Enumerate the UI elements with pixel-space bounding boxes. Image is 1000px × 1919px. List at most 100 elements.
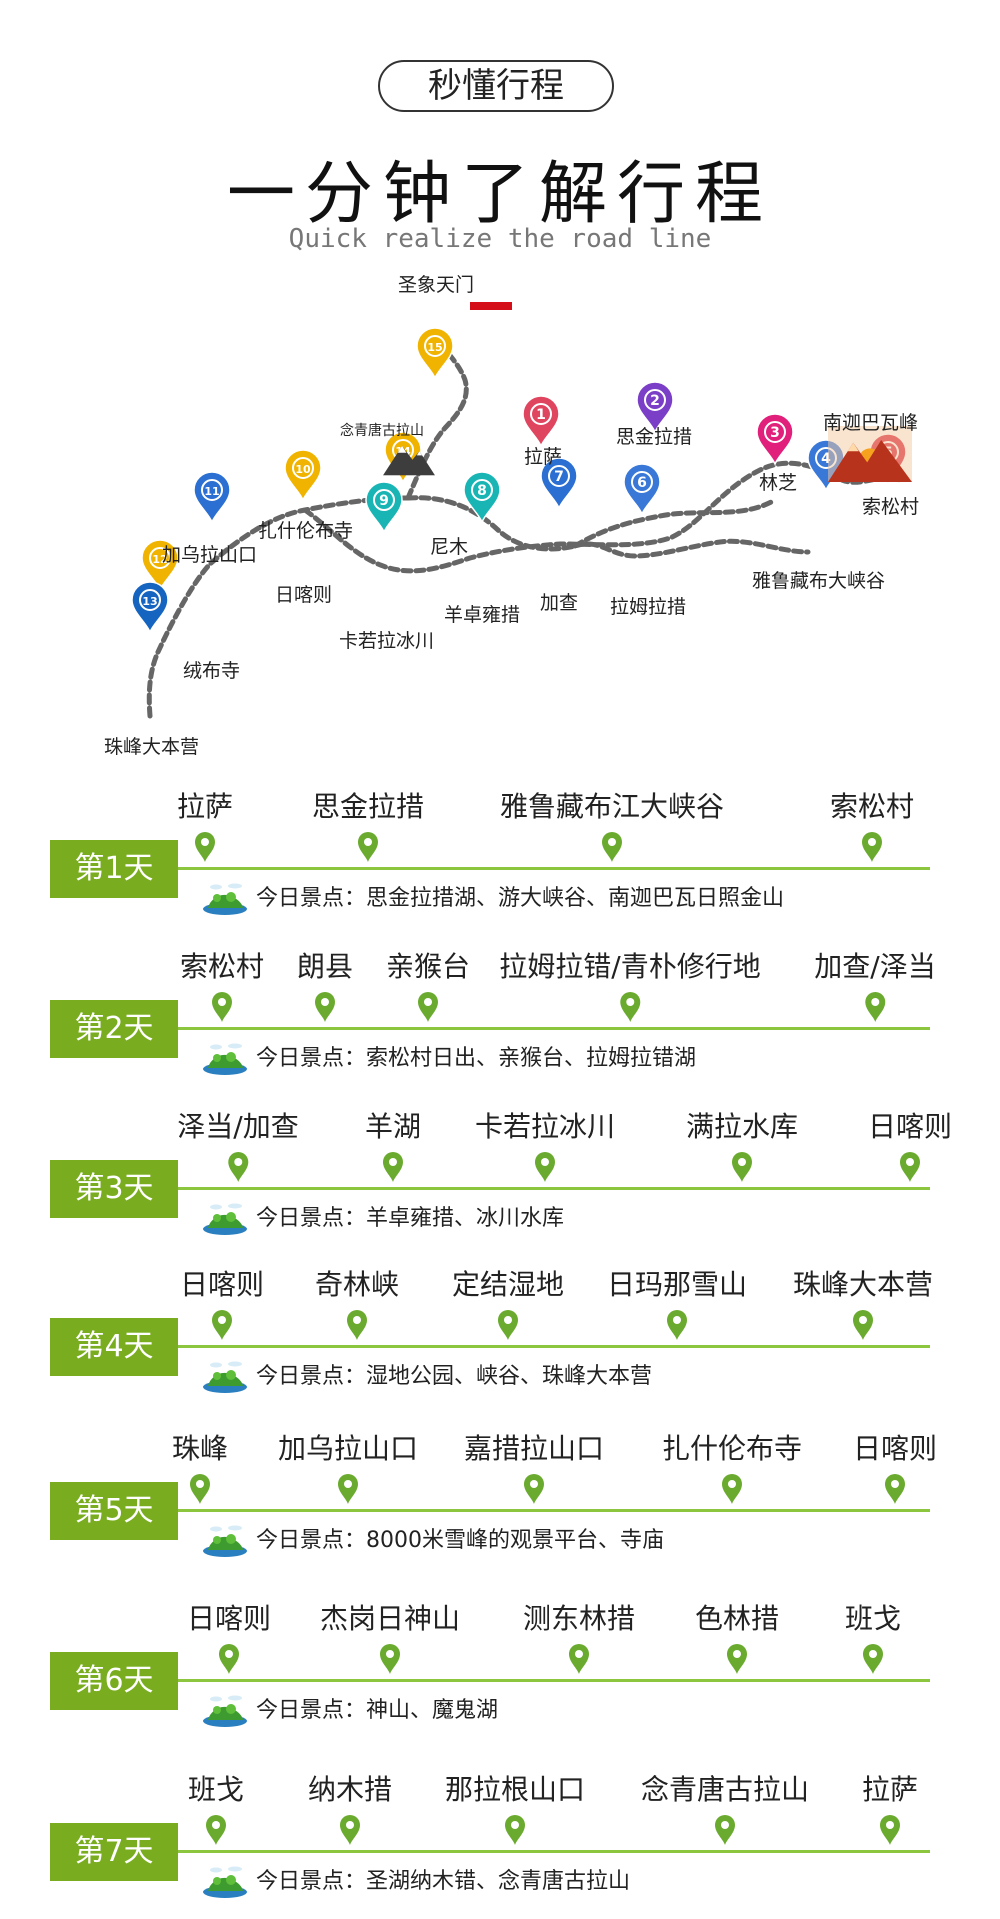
map-label-4: 雅鲁藏布大峡谷	[752, 570, 886, 592]
day-label: 第1天	[50, 840, 178, 898]
location-pin-icon	[534, 1152, 555, 1182]
day-spots-text: 今日景点：湿地公园、峡谷、珠峰大本营	[256, 1364, 653, 1389]
day-stop: 日喀则	[868, 1110, 952, 1182]
map-pin-number: 10	[295, 463, 311, 476]
map-pin-number: 3	[770, 425, 780, 441]
map-pin-number: 4	[821, 451, 831, 467]
day-stop: 泽当/加查	[177, 1110, 299, 1182]
day-stop: 测东林措	[523, 1602, 635, 1674]
day-stop-name: 日喀则	[852, 1432, 938, 1465]
day-row: 第1天 拉萨 思金拉措 雅鲁藏布江大峡谷 索松村今日景点：思金拉措湖、游大峡谷、南迦巴瓦…	[0, 790, 1000, 925]
day-stop: 索松村	[830, 790, 914, 862]
day-stop-name: 拉萨	[176, 790, 234, 823]
map-label-7: 加查	[540, 592, 579, 614]
location-pin-icon	[714, 1815, 735, 1845]
day-stop: 日玛那雪山	[607, 1268, 747, 1340]
day-stop-name: 奇林峡	[314, 1268, 400, 1301]
day-label: 第4天	[50, 1318, 178, 1376]
map-label-8: 羊卓雍措	[444, 604, 521, 626]
day-label: 第5天	[50, 1482, 178, 1540]
location-pin-icon	[211, 1310, 232, 1340]
map-pin-icon: 10	[284, 449, 322, 503]
location-pin-icon	[666, 1310, 687, 1340]
day-stop: 奇林峡	[315, 1268, 399, 1340]
day-stop: 珠峰大本营	[793, 1268, 933, 1340]
day-row: 第7天班戈纳木措那拉根山口念青唐古拉山拉萨今日景点：圣湖纳木错、念青唐古拉山	[0, 1773, 1000, 1908]
header-badge: 秒懂行程	[378, 60, 614, 112]
day-stop: 雅鲁藏布江大峡谷	[500, 790, 724, 862]
location-pin-icon	[568, 1644, 589, 1674]
day-stop: 嘉措拉山口	[464, 1432, 604, 1504]
day-stop-name: 珠峰	[171, 1432, 229, 1465]
accent-bar	[470, 302, 512, 310]
day-row: 第2天索松村朗县亲猴台拉姆拉错/青朴修行地加查/泽当今日景点：索松村日出、亲猴台…	[0, 950, 1000, 1085]
location-pin-icon	[862, 1644, 883, 1674]
location-pin-icon	[852, 1310, 873, 1340]
location-pin-icon	[879, 1815, 900, 1845]
location-pin-icon	[504, 1815, 525, 1845]
day-stop: 日喀则	[853, 1432, 937, 1504]
island-icon	[203, 1043, 247, 1075]
day-stop-name: 扎什伦布寺	[661, 1432, 803, 1465]
map-pin-number: 6	[637, 475, 647, 491]
location-pin-icon	[339, 1815, 360, 1845]
day-stop-name: 纳木措	[307, 1773, 393, 1806]
location-pin-icon	[731, 1152, 752, 1182]
day-timeline	[178, 1187, 930, 1190]
location-pin-icon	[417, 992, 438, 1022]
day-stop-name: 亲猴台	[385, 950, 471, 983]
location-pin-icon	[337, 1474, 358, 1504]
day-stop-name: 日喀则	[186, 1602, 272, 1635]
map-pin-number: 13	[142, 595, 157, 608]
day-stop: 拉姆拉错/青朴修行地	[499, 950, 761, 1022]
day-stop: 满拉水库	[686, 1110, 798, 1182]
map-pin-number: 1	[536, 407, 546, 423]
day-stop: 班戈	[845, 1602, 901, 1674]
map-pin-icon: 11	[193, 471, 231, 525]
map-label-3: 林芝	[759, 472, 798, 494]
location-pin-icon	[523, 1474, 544, 1504]
map-pin-icon: 3	[756, 413, 794, 467]
map-label-9: 卡若拉冰川	[339, 630, 435, 652]
location-pin-icon	[346, 1310, 367, 1340]
day-label: 第7天	[50, 1823, 178, 1881]
day-stop-name: 日玛那雪山	[606, 1268, 748, 1301]
location-pin-icon	[899, 1152, 920, 1182]
map-pin-number: 15	[427, 341, 442, 354]
map-pin-number: 9	[379, 493, 389, 509]
day-stop: 加查/泽当	[814, 950, 936, 1022]
day-stop-name: 泽当/加查	[177, 1110, 299, 1143]
day-stop: 杰岗日神山	[320, 1602, 460, 1674]
day-spots-text: 今日景点：索松村日出、亲猴台、拉姆拉错湖	[256, 1046, 697, 1071]
map-label-13: 珠峰大本营	[104, 736, 200, 758]
map-label-14: 尼木	[430, 536, 469, 558]
day-stop: 朗县	[297, 950, 353, 1022]
day-stop: 日喀则	[180, 1268, 264, 1340]
map-label-tashi: 扎什伦布寺	[258, 520, 354, 542]
day-stop: 纳木措	[308, 1773, 392, 1845]
map-pin-icon: 9	[365, 481, 403, 535]
day-label: 第6天	[50, 1652, 178, 1710]
map-label-15: 圣象天门	[398, 274, 475, 296]
location-pin-icon	[721, 1474, 742, 1504]
day-stop-name: 色林措	[694, 1602, 780, 1635]
day-stop-name: 嘉措拉山口	[463, 1432, 605, 1465]
location-pin-icon	[194, 832, 215, 862]
day-row: 第3天泽当/加查羊湖卡若拉冰川满拉水库日喀则今日景点：羊卓雍措、冰川水库	[0, 1110, 1000, 1245]
map-pin-number: 2	[650, 393, 660, 409]
day-spots-text: 今日景点：思金拉措湖、游大峡谷、南迦巴瓦日照金山	[256, 886, 785, 911]
map-pin-number: 11	[204, 485, 219, 498]
day-row: 第4天日喀则奇林峡定结湿地日玛那雪山珠峰大本营今日景点：湿地公园、峡谷、珠峰大本…	[0, 1268, 1000, 1403]
day-stop: 那拉根山口	[445, 1773, 585, 1845]
day-stop-name: 卡若拉冰川	[474, 1110, 616, 1143]
day-stop-name: 念青唐古拉山	[640, 1773, 810, 1806]
day-spots-text: 今日景点：圣湖纳木错、念青唐古拉山	[256, 1869, 631, 1894]
map-pin-icon: 13	[131, 581, 169, 635]
location-pin-icon	[218, 1644, 239, 1674]
location-pin-icon	[189, 1474, 210, 1504]
day-timeline	[178, 867, 930, 870]
mountain-icon	[383, 440, 435, 476]
location-pin-icon	[314, 992, 335, 1022]
day-stop: 思金拉措	[312, 790, 424, 862]
day-timeline	[178, 1345, 930, 1348]
